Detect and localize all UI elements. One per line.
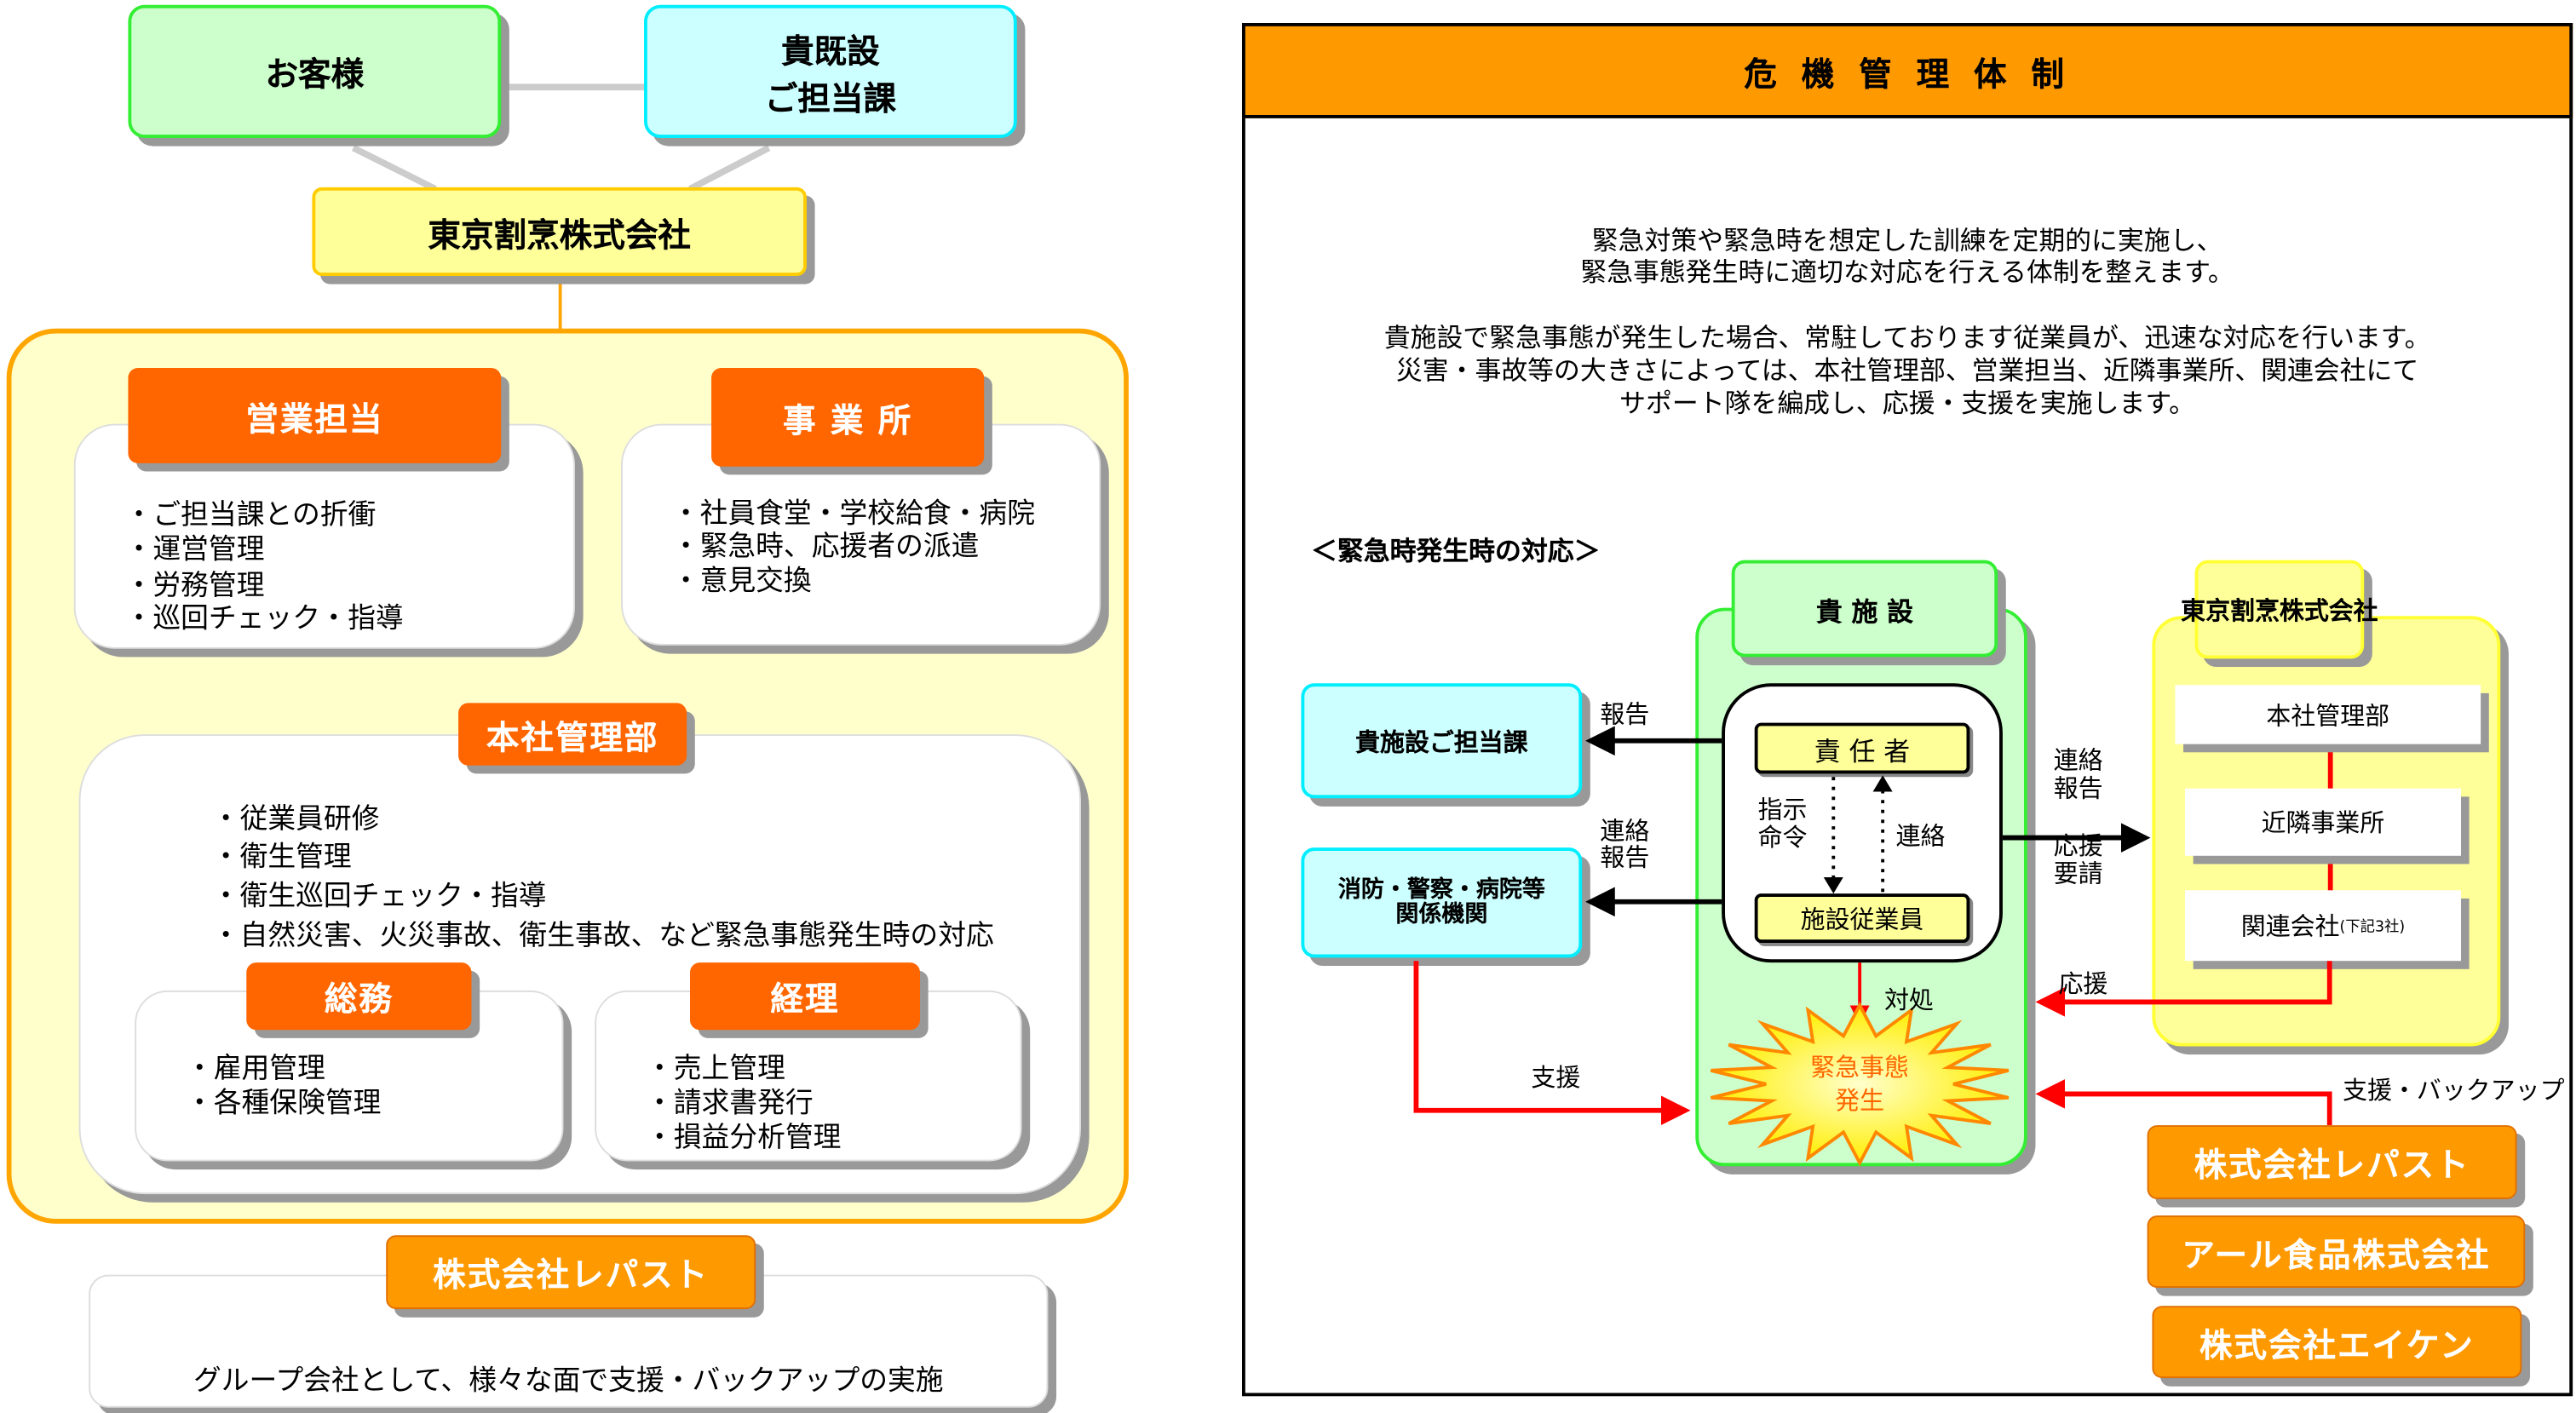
agencies-line: 関係機関 [1395, 900, 1488, 928]
support-in-arrow [2035, 961, 2332, 1017]
general-item: ・雇用管理 [185, 1053, 325, 1086]
handle-label: 対処 [1884, 985, 1934, 1015]
emergency-line: 緊急事態 [1810, 1053, 1909, 1083]
group-text: グループ会社として、様々な面で支援・バックアップの実施 [193, 1364, 944, 1399]
emergency-line: 発生 [1835, 1085, 1885, 1116]
customer-label: お客様 [265, 54, 365, 94]
hq-item: ・衛生管理 [211, 841, 352, 874]
facility-header-text: 貴 施 設 [1815, 595, 1913, 627]
affiliate-text: 関連会社 [2240, 911, 2340, 942]
company-name: 株式会社レパスト [2194, 1145, 2470, 1185]
body-line: 災害・事故等の大きさによっては、本社管理部、営業担当、近隣事業所、関連会社にて [1395, 354, 2419, 387]
label-line: 連絡 [1600, 816, 1650, 847]
general-item: ・各種保険管理 [185, 1087, 382, 1121]
company-name: 株式会社エイケン [2199, 1324, 2475, 1364]
section-title: ＜緊急時発生時の対応＞ [1310, 535, 1601, 567]
affiliate-box: 関連会社(下記3社) [2184, 890, 2461, 962]
responsible-text: 責 任 者 [1814, 735, 1911, 767]
sales-title: 営業担当 [128, 367, 502, 463]
accounting-item: ・損益分析管理 [645, 1122, 842, 1155]
request-label: 応援要請 [2053, 830, 2103, 889]
company-box: 東京割烹株式会社 [312, 187, 807, 276]
company-label: 東京割烹株式会社 [428, 214, 691, 254]
hq-title-text: 本社管理部 [486, 716, 659, 757]
accounting-item: ・請求書発行 [645, 1087, 814, 1121]
accounting-item: ・売上管理 [645, 1053, 785, 1086]
crisis-header-text: 危 機 管 理 体 制 [1744, 53, 2071, 93]
contact-report-right-label: 連絡報告 [2054, 747, 2103, 803]
staff-box: 施設従業員 [1754, 893, 1970, 943]
backup-arrow [2035, 1079, 2332, 1126]
company-ar-foods: アール食品株式会社 [2147, 1215, 2526, 1288]
company-lepast: 株式会社レパスト [2147, 1125, 2517, 1199]
body-line: サポート隊を編成し、応援・支援を実施します。 [1619, 388, 2195, 419]
support-label: 支援 [1531, 1062, 1581, 1093]
hq-item: ・衛生巡回チェック・指導 [211, 880, 547, 914]
label-line: 報告 [2053, 773, 2103, 804]
facility-dept-text: 貴施設ご担当課 [1355, 727, 1528, 757]
facility-dept-line2: ご担当課 [764, 78, 897, 118]
agencies-line: 消防・警察・病院等 [1337, 876, 1545, 903]
group-title: 株式会社レパスト [386, 1235, 756, 1310]
customer-box: お客様 [128, 4, 502, 138]
label-line: 報告 [1600, 842, 1650, 873]
crisis-header: 危 機 管 理 体 制 [1241, 22, 2573, 118]
instruction-line: 命令 [1757, 823, 1808, 853]
report-label: 報告 [1600, 699, 1650, 730]
support-arrow [1413, 961, 1691, 1126]
general-title-text: 総務 [324, 979, 394, 1019]
contact-label: 連絡 [1895, 821, 1946, 851]
hq-box: 本社管理部 [2175, 685, 2481, 744]
office-title-text: 事 業 所 [783, 399, 913, 439]
office-item: ・緊急時、応援者の派遣 [671, 530, 980, 564]
facility-dept-box: 貴既設 ご担当課 [643, 4, 1017, 138]
nearby-box: 近隣事業所 [2184, 788, 2461, 856]
company-aiken: 株式会社エイケン [2152, 1306, 2522, 1379]
facility-dept-line1: 貴既設 [781, 30, 880, 70]
contact-report-label: 連絡報告 [1600, 818, 1649, 870]
company-header-text: 東京割烹株式会社 [2181, 595, 2378, 625]
hq-item: ・自然災害、火災事故、衛生事故、など緊急事態発生時の対応 [211, 919, 994, 953]
sales-item: ・労務管理 [124, 570, 265, 603]
label-line: 要請 [2053, 859, 2103, 889]
support-in-label: 応援 [2058, 968, 2108, 999]
nearby-text: 近隣事業所 [2261, 807, 2385, 838]
affiliate-note: (下記3社) [2339, 919, 2406, 937]
office-item: ・社員食堂・学校給食・病院 [671, 497, 1035, 531]
label-line: 連絡 [2053, 745, 2103, 776]
group-title-text: 株式会社レパスト [433, 1255, 710, 1295]
sales-item: ・ご担当課との折衝 [124, 499, 377, 532]
body-line: 貴施設で緊急事態が発生した場合、常駐しております従業員が、迅速な対応を行います。 [1383, 321, 2431, 353]
hq-item: ・従業員研修 [211, 803, 380, 836]
instruction-line: 指示 [1757, 795, 1808, 825]
staff-text: 施設従業員 [1800, 904, 1924, 934]
sales-item: ・巡回チェック・指導 [124, 602, 404, 636]
label-line: 応援 [2053, 830, 2103, 861]
general-title: 総務 [246, 962, 472, 1031]
accounting-title-text: 経理 [770, 979, 840, 1019]
hq-title: 本社管理部 [458, 703, 687, 766]
agencies-box: 消防・警察・病院等関係機関 [1301, 847, 1583, 958]
accounting-title: 経理 [689, 962, 920, 1031]
emergency-starburst [1710, 1002, 2010, 1167]
office-item: ・意見交換 [671, 565, 812, 598]
office-title: 事 業 所 [711, 367, 985, 467]
intro-line: 緊急事態発生時に適切な対応を行える体制を整えます。 [1580, 256, 2234, 288]
sales-title-text: 営業担当 [245, 398, 384, 438]
instruction-label: 指示命令 [1758, 796, 1808, 853]
facility-dept-box-right: 貴施設ご担当課 [1301, 683, 1583, 799]
facility-header: 貴 施 設 [1731, 560, 1998, 658]
intro-line: 緊急対策や緊急時を想定した訓練を定期的に実施し、 [1591, 225, 2223, 256]
company-name: アール食品株式会社 [2182, 1234, 2491, 1274]
emergency-label: 緊急事態発生 [1778, 1051, 1942, 1117]
responsible-box: 責 任 者 [1754, 722, 1970, 774]
accounting-panel: ・売上管理 ・請求書発行 ・損益分析管理 [595, 990, 1022, 1162]
left-connectors [351, 83, 771, 330]
hq-text: 本社管理部 [2266, 700, 2390, 731]
sales-item: ・運営管理 [124, 533, 265, 567]
backup-label: 支援・バックアップ [2343, 1076, 2565, 1106]
company-header: 東京割烹株式会社 [2181, 560, 2378, 659]
